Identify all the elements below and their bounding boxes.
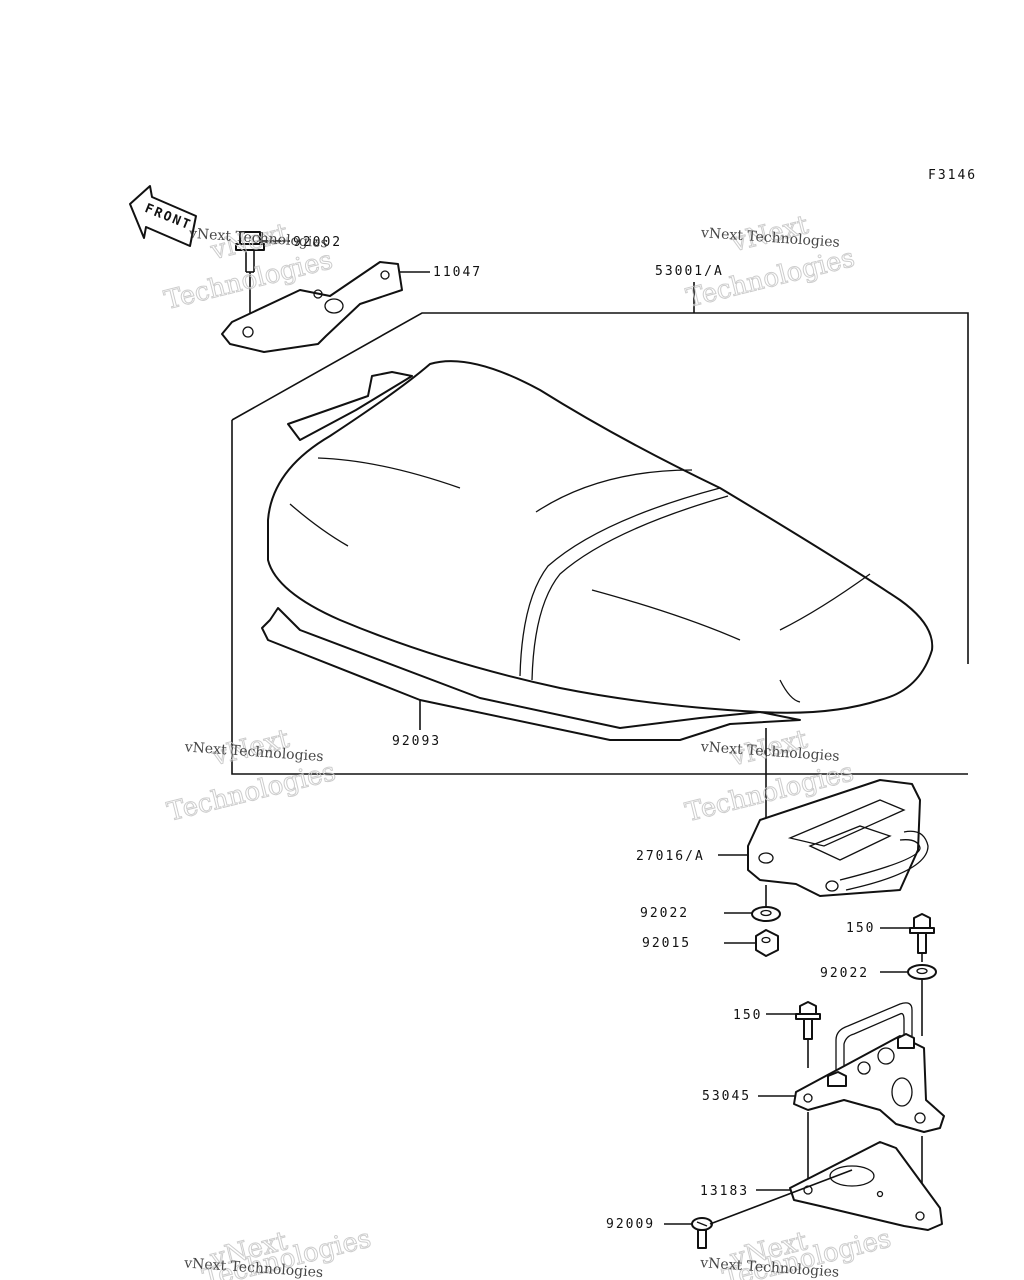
svg-text:Technologies: Technologies	[164, 757, 338, 828]
label-11047: 11047	[433, 265, 482, 280]
label-92022-a: 92022	[640, 906, 689, 921]
plate-13183	[789, 1141, 943, 1231]
seat-body	[261, 360, 934, 741]
bolt-150-c	[795, 1001, 821, 1068]
bolt-92002	[235, 231, 265, 322]
label-150-b: 150	[846, 921, 875, 936]
lock-bracket-53045	[793, 1002, 945, 1210]
label-92002: 92002	[293, 235, 342, 250]
watermark-top-right: Technologies vNext vNext Technologies	[683, 210, 858, 315]
label-13183: 13183	[700, 1184, 749, 1199]
label-53001-a: 53001/A	[655, 264, 724, 279]
bolt-150-b	[909, 913, 935, 962]
front-arrow-icon: FRONT	[129, 185, 197, 247]
bracket-11047	[221, 261, 403, 353]
label-27016-a: 27016/A	[636, 849, 705, 864]
svg-text:Technologies: Technologies	[683, 243, 857, 314]
nut-92015	[755, 929, 779, 957]
label-92022-b: 92022	[820, 966, 869, 981]
seat-assy-frame	[231, 282, 969, 775]
watermark-bottom-left: Technologies vNext vNext Technologies	[183, 1223, 375, 1280]
label-92093: 92093	[392, 734, 441, 749]
figure-code: F3146	[928, 168, 977, 183]
washer-92022-a	[751, 906, 781, 922]
label-150-c: 150	[733, 1008, 762, 1023]
screw-92009	[691, 1169, 853, 1249]
label-53045: 53045	[702, 1089, 751, 1104]
label-92015: 92015	[642, 936, 691, 951]
watermark-mid-left: Technologies vNext vNext Technologies	[164, 723, 339, 828]
label-92009: 92009	[606, 1217, 655, 1232]
hook-bracket-27016	[747, 728, 929, 908]
watermark-bottom-right: Technologies vNext vNext Technologies	[699, 1223, 895, 1280]
